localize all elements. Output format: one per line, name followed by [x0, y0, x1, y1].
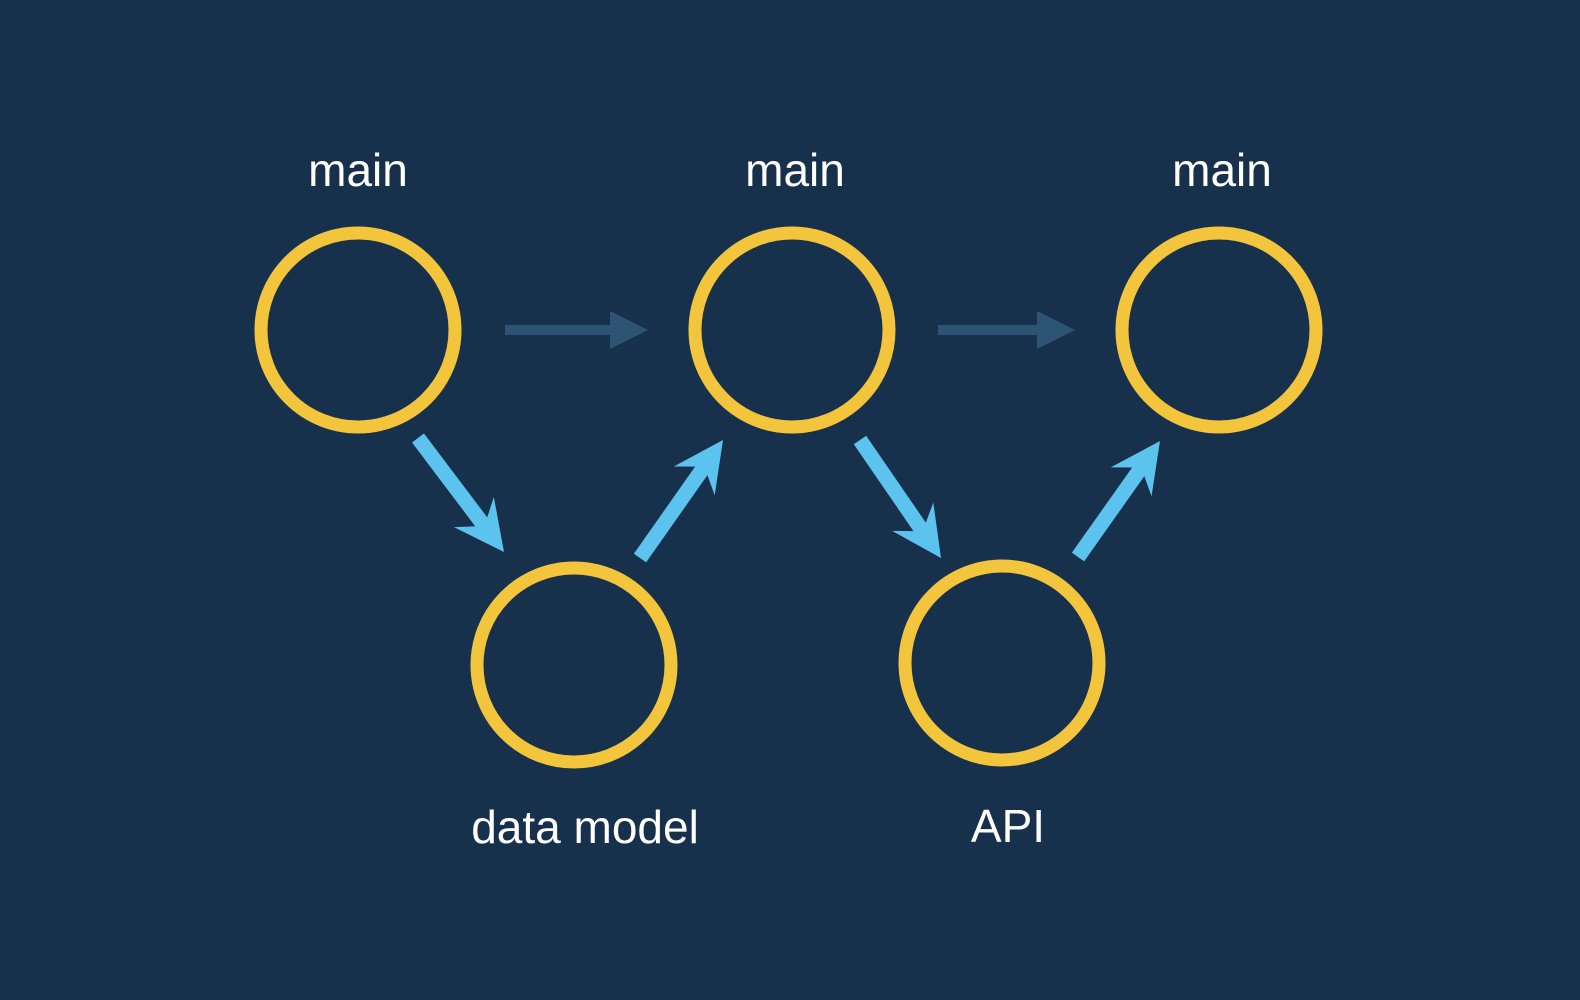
edge-api-to-main3-shaft [1071, 463, 1148, 562]
edge-main1-to-main2 [505, 311, 648, 349]
node-data-model: data model [470, 561, 699, 853]
edge-main1-to-data-model [412, 433, 504, 552]
edge-main1-to-data-model-arrowhead-icon [453, 497, 504, 552]
node-circle-data-model [470, 561, 678, 769]
node-main-3: main [1115, 144, 1323, 434]
node-circle-main-1 [254, 226, 462, 434]
edge-api-to-main3 [1071, 441, 1160, 562]
edge-main2-to-main3-arrowhead-icon [1037, 311, 1075, 349]
edge-data-model-to-main2 [633, 440, 723, 563]
node-circle-api [898, 559, 1106, 767]
edge-main1-to-data-model-shaft [412, 433, 491, 531]
node-label-main-2: main [745, 144, 845, 196]
edge-main2-to-api [853, 435, 941, 558]
node-circle-main-2 [688, 226, 896, 434]
node-main-2: main [688, 144, 896, 434]
node-label-data-model: data model [471, 801, 699, 853]
edge-main2-to-api-shaft [853, 435, 929, 536]
node-label-main-1: main [308, 144, 408, 196]
edge-main1-to-main2-arrowhead-icon [610, 311, 648, 349]
node-label-main-3: main [1172, 144, 1272, 196]
edge-main2-to-api-arrowhead-icon [892, 502, 941, 558]
node-label-api: API [971, 800, 1045, 852]
node-main-1: main [254, 144, 462, 434]
edge-main2-to-main3 [938, 311, 1075, 349]
edge-data-model-to-main2-shaft [633, 462, 711, 563]
edge-data-model-to-main2-arrowhead-icon [673, 440, 723, 496]
node-api: API [898, 559, 1106, 852]
node-circle-main-3 [1115, 226, 1323, 434]
edge-api-to-main3-arrowhead-icon [1110, 441, 1160, 497]
